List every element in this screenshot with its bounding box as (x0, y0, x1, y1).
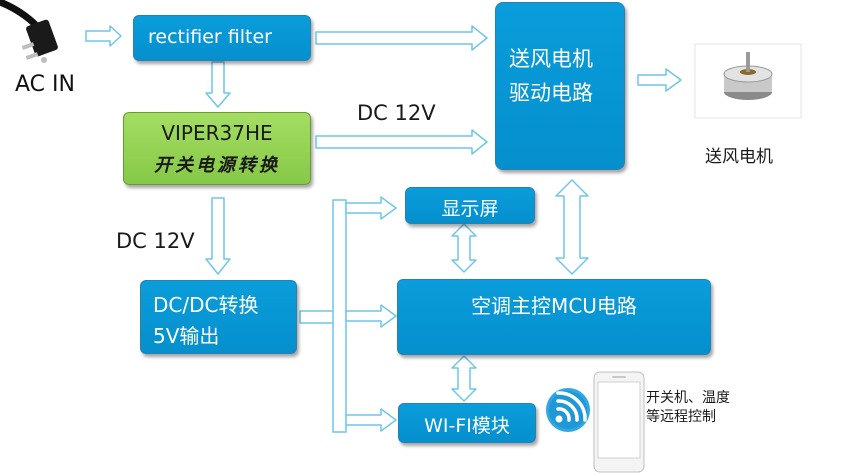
phone-note: 开关机、温度 等远程控制 (646, 389, 730, 427)
arrow-rectifier-to-viper (205, 61, 231, 108)
dcdc-box: DC/DC转换 5V输出 (140, 280, 297, 354)
phone-note-line2: 等远程控制 (646, 409, 716, 425)
display-label: 显示屏 (441, 198, 499, 220)
fan-motor-image (694, 43, 802, 119)
wifi-module-box: WI-FI模块 (398, 403, 536, 443)
bus-stub-dcdc (299, 310, 337, 324)
wifi-icon (546, 388, 590, 432)
arrow-bus-to-display (345, 196, 397, 220)
viper-box: VIPER37HE 开关电源转换 (123, 112, 311, 185)
viper-subtitle: 开关电源转换 (154, 155, 280, 176)
arrow-viper-to-dcdc (205, 197, 231, 275)
arrow-bus-to-mcu (345, 304, 397, 328)
mcu-label: 空调主控MCU电路 (471, 294, 637, 318)
fan-driver-box: 送风电机 驱动电路 (495, 2, 625, 170)
bus-vertical (332, 199, 347, 433)
dc12v-left-label: DC 12V (116, 229, 195, 253)
fan-driver-line2: 驱动电路 (509, 81, 593, 105)
arrow-driver-to-motor (637, 68, 682, 92)
rectifier-filter-box: rectifier filter (133, 15, 311, 61)
viper-title: VIPER37HE (161, 121, 273, 145)
display-box: 显示屏 (405, 187, 535, 224)
smartphone-icon (593, 371, 645, 473)
arrow-mcu-wifi (451, 355, 477, 402)
dcdc-line2: 5V输出 (153, 324, 220, 348)
dcdc-line1: DC/DC转换 (153, 293, 259, 317)
mcu-box: 空调主控MCU电路 (397, 279, 711, 355)
arrow-viper-to-fan-driver (315, 129, 488, 155)
arrow-bus-to-wifi (345, 408, 397, 432)
rectifier-filter-label: rectifier filter (148, 26, 272, 48)
ac-plug-icon (0, 0, 58, 63)
fan-driver-line1: 送风电机 (509, 47, 593, 71)
arrow-plug-to-rectifier (85, 25, 122, 47)
phone-note-line1: 开关机、温度 (646, 390, 730, 406)
wifi-module-label: WI-FI模块 (424, 415, 510, 437)
arrow-rectifier-to-fan-driver (315, 25, 488, 51)
ac-in-label: AC IN (15, 72, 75, 97)
arrow-driver-mcu (555, 179, 589, 275)
dc12v-top-label: DC 12V (357, 101, 436, 125)
fan-motor-label: 送风电机 (705, 147, 773, 167)
arrow-display-mcu (451, 223, 477, 273)
